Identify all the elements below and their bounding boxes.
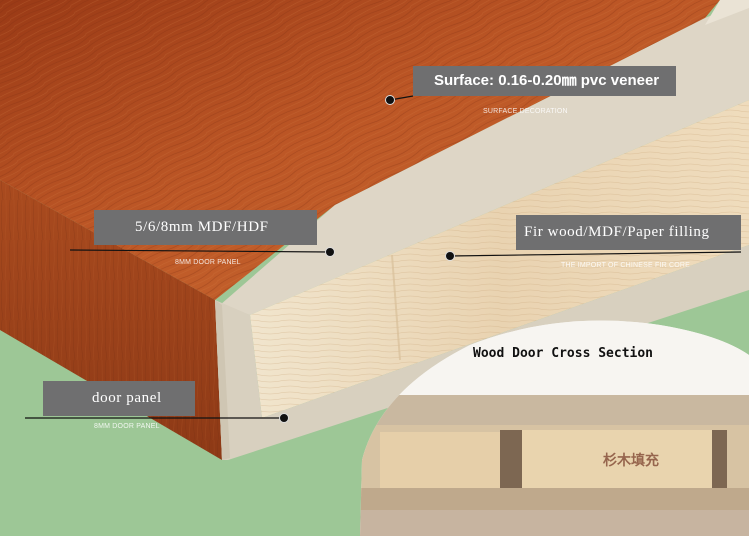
surface-veneer-label: Surface: 0.16-0.20㎜ pvc veneer	[413, 66, 676, 96]
fir-core-caption: THE IMPORT OF CHINESE FIR CORE	[561, 262, 691, 269]
fir-filling-stamp: 杉木填充	[603, 452, 659, 468]
fir-core-label: Fir wood/MDF/Paper filling	[516, 215, 741, 250]
mdf-door-panel-caption: 8MM DOOR PANEL	[175, 259, 241, 266]
mdf-hdf-label: 5/6/8mm MDF/HDF	[94, 210, 317, 245]
surface-decoration-caption: SURFACE DECORATION	[483, 108, 568, 115]
door-panel-caption: 8MM DOOR PANEL	[94, 423, 160, 430]
leader-lines	[25, 95, 742, 423]
cross-section-title: Wood Door Cross Section	[473, 346, 654, 361]
door-panel-label: door panel	[43, 381, 195, 416]
